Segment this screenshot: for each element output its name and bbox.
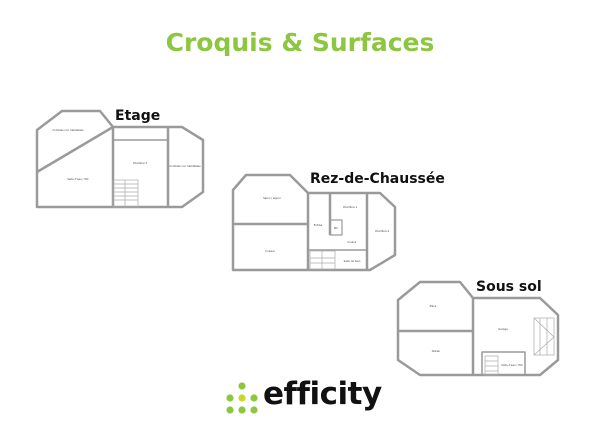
room-label: Combles non habitables <box>52 128 84 132</box>
room-label: Salle de bain <box>344 259 361 263</box>
efficity-logo: efficity <box>225 376 385 420</box>
level-title-etage: Etage <box>115 108 161 124</box>
floor-plan-etage: Combles non habitables Chambre 3 Salle d… <box>35 109 205 209</box>
page-title: Croquis & Surfaces <box>165 28 435 57</box>
room-label: Chambre 1 <box>343 205 358 209</box>
room-label: Garage <box>498 327 508 331</box>
room-label: Salle d'eau / WC <box>501 363 522 367</box>
room-label: WC <box>334 226 339 230</box>
level-title-sous-sol: Sous sol <box>476 279 542 295</box>
level-title-rdc: Rez-de-Chaussée <box>310 171 445 187</box>
room-label: Entrée <box>314 223 323 227</box>
floor-plan-sous-sol: Pièce Atelier Garage Salle d'eau / WC <box>396 280 560 377</box>
logo-text: efficity <box>263 376 382 412</box>
floor-plan-rez-de-chaussee: Salon / séjour Cuisine Entrée Chambre 1 … <box>231 173 397 272</box>
room-label: Pièce <box>430 304 437 308</box>
room-label: Chambre 3 <box>133 161 148 165</box>
logo-dots-icon <box>226 382 258 414</box>
room-label: Couloir <box>347 240 357 244</box>
room-label: Salle d'eau / WC <box>67 177 88 181</box>
room-label: Atelier <box>432 349 441 353</box>
room-label: Salon / séjour <box>263 196 282 200</box>
room-label: Combles non habitables <box>169 164 201 168</box>
room-label: Cuisine <box>265 249 275 253</box>
room-label: Chambre 2 <box>375 229 390 233</box>
